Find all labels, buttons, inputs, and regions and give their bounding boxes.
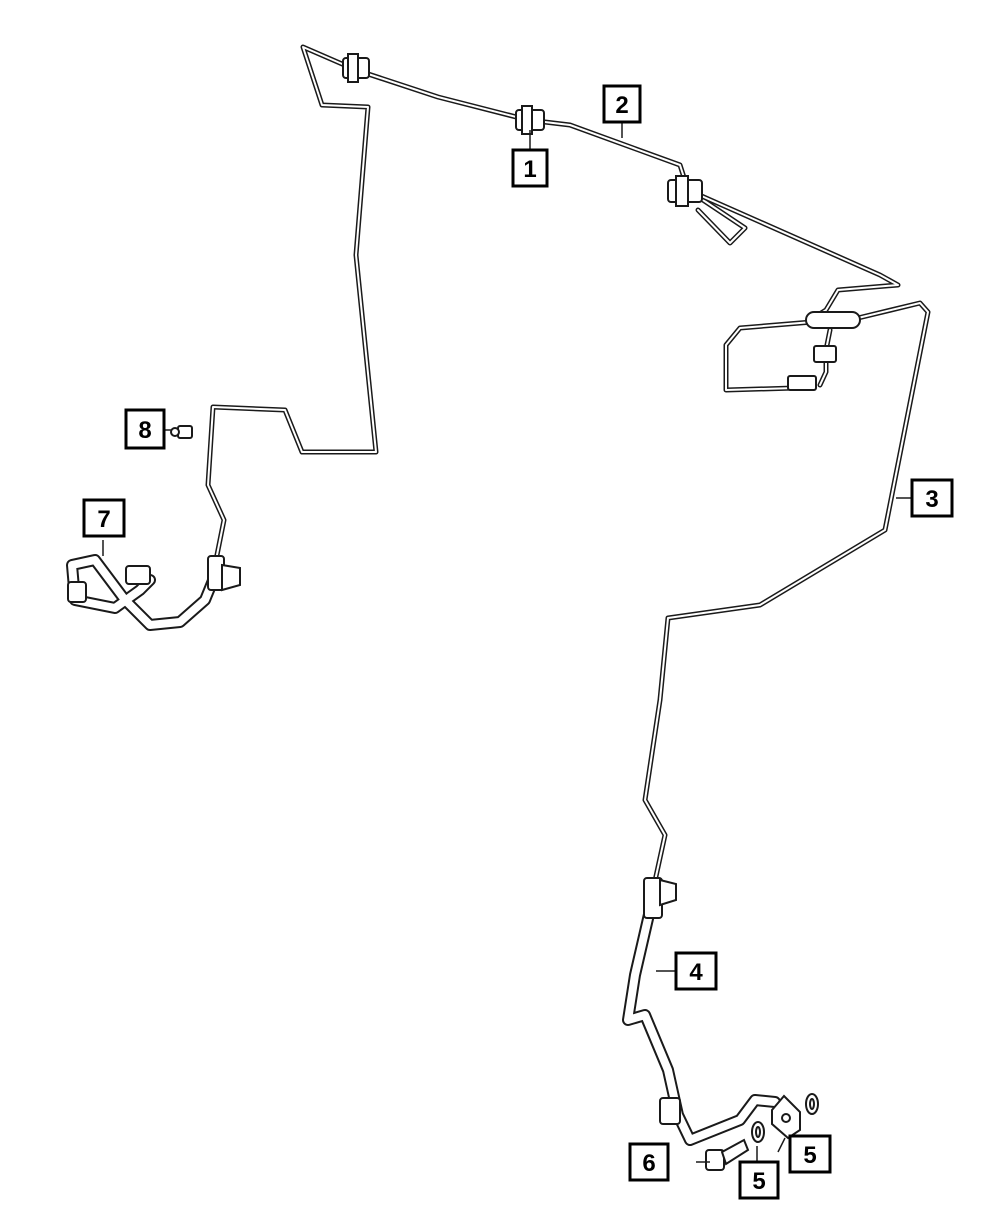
callout-5-left: 5 [738, 1160, 780, 1200]
hose-end-fittings [67, 565, 681, 1125]
caliper-fitting [771, 1094, 801, 1140]
bleeder-8 [170, 425, 193, 439]
callout-8-label: 8 [138, 417, 151, 444]
clip-top-left [342, 53, 370, 83]
callout-5-right: 5 [788, 1134, 832, 1174]
callout-7: 7 [82, 498, 126, 538]
callout-6-label: 6 [642, 1150, 655, 1177]
hose-7 [66, 554, 220, 631]
brake-tubes [66, 44, 931, 1146]
banjo-bolt-6 [705, 1138, 750, 1171]
callout-4: 4 [674, 951, 718, 991]
clip-1 [515, 105, 545, 135]
callout-6: 6 [628, 1142, 670, 1182]
callout-1-label: 1 [523, 156, 536, 183]
callout-5-left-label: 5 [752, 1168, 765, 1195]
washers-5 [751, 1093, 819, 1143]
callout-3: 3 [910, 478, 954, 518]
clips [67, 53, 861, 1171]
hose-4 [622, 904, 781, 1146]
bracket-left [207, 555, 241, 592]
callout-8: 8 [124, 408, 166, 450]
tube-3 [642, 300, 931, 893]
clip-right [667, 175, 703, 207]
callout-2: 2 [602, 84, 642, 124]
callout-7-label: 7 [97, 506, 110, 533]
callout-3-label: 3 [925, 486, 938, 513]
callout-2-label: 2 [615, 92, 628, 119]
junction-fitting [787, 311, 861, 391]
callout-5-right-label: 5 [803, 1142, 816, 1169]
callouts: 1 2 3 4 5 5 6 7 [82, 84, 954, 1200]
callout-1: 1 [511, 148, 549, 188]
callout-4-label: 4 [689, 959, 703, 986]
bracket-hose-4 [643, 877, 677, 919]
tube-main [205, 44, 748, 563]
leader-lines [102, 122, 912, 1163]
